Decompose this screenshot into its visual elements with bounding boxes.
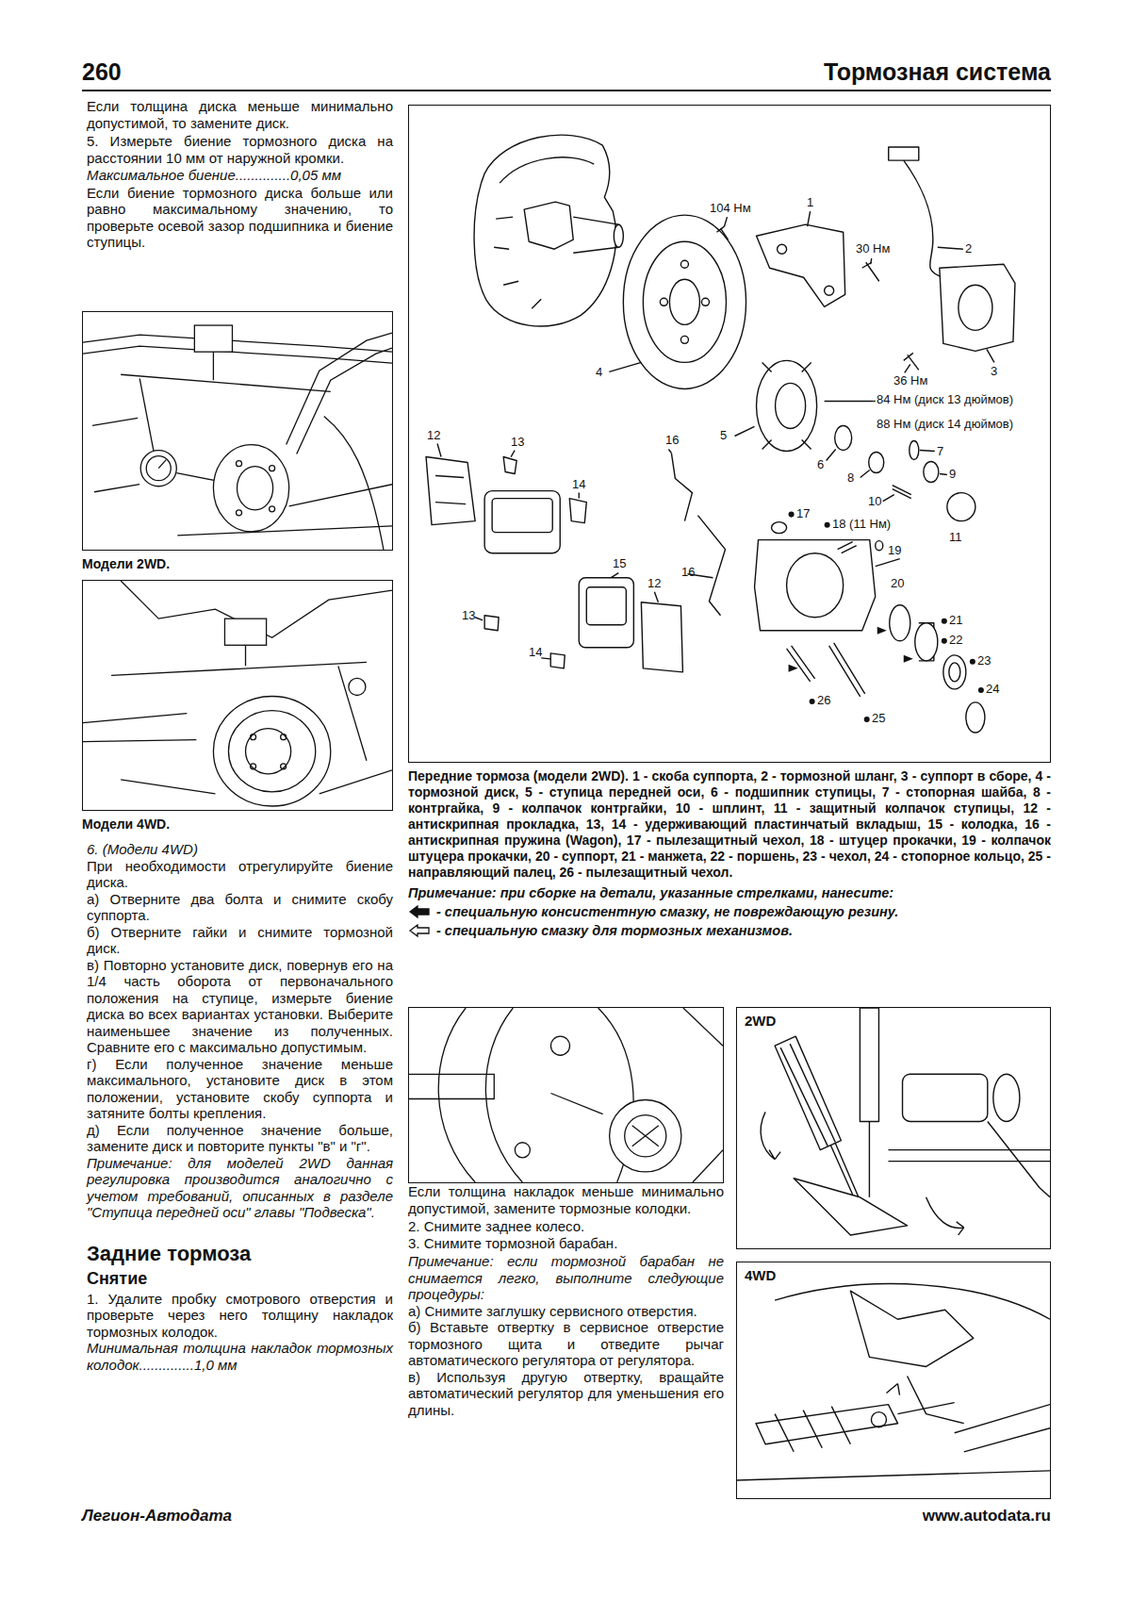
rear-brake-illustration [409, 1007, 723, 1182]
body-text: 3. Снимите тормозной барабан. [408, 1234, 724, 1252]
note-text: Примечание: если тормозной барабан не сн… [408, 1252, 724, 1303]
body-text: г) Если полученное значение меньше макси… [86, 1055, 394, 1122]
figure-frame: 2WD [736, 1006, 1051, 1249]
figure-caption: 2WD [742, 1012, 778, 1029]
callout-number: 22 [949, 633, 963, 647]
callout-number: 10 [868, 494, 882, 509]
page-title: Тормозная система [823, 58, 1051, 85]
body-text: 6. (Модели 4WD) [86, 840, 394, 858]
text-column: Модели 2WD. [81, 311, 394, 573]
callout-number: 18 (11 Нм) [832, 517, 891, 531]
callout-number: 21 [949, 613, 963, 627]
callout-number: 12 [647, 576, 661, 591]
body-text: При необходимости отрегулируйте биение д… [86, 857, 394, 891]
body-text: 5. Измерьте биение тормозного диска на р… [86, 132, 394, 166]
callout-number: 11 [949, 530, 963, 544]
figure-frame: 104 Нм130 Нм2336 Нм484 Нм (диск 13 дюймо… [408, 104, 1051, 763]
publisher-url: www.autodata.ru [922, 1506, 1051, 1525]
text-column: Если толщина накладок меньше минимально … [408, 1006, 724, 1418]
text-column: 104 Нм130 Нм2336 Нм484 Нм (диск 13 дюймо… [408, 104, 1051, 939]
callout-number: 12 [426, 428, 441, 443]
text-column: 4WD [736, 1261, 1051, 1499]
callout-number: 88 Нм (диск 14 дюймов) [876, 417, 1014, 431]
callout-number: 14 [572, 477, 586, 492]
figure-panel: 4WD [736, 1261, 1051, 1499]
spec-value: Максимальное биение..............0,05 мм [86, 166, 394, 184]
figure-caption: 4WD [742, 1266, 778, 1283]
callout-number: 1 [806, 196, 814, 210]
page-number: 260 [81, 58, 122, 85]
body-text: Если биение тормозного диска больше или … [86, 184, 394, 251]
figure-panel: 2WD [736, 1006, 1051, 1249]
body-text: б) Отверните гайки и снимите тормозной д… [86, 923, 394, 957]
subsection-heading: Снятие [86, 1267, 394, 1289]
section-heading: Задние тормоза [86, 1241, 394, 1266]
body-text: в) Повторно установите диск, повернув ег… [86, 956, 394, 1056]
callout-number: 7 [936, 444, 944, 459]
body-text: 2. Снимите заднее колесо. [408, 1217, 724, 1235]
callout-number: 9 [949, 467, 956, 481]
figure-frame [81, 579, 394, 811]
figure-caption: Передние тормоза (модели 2WD). 1 - скоба… [408, 768, 1051, 881]
callout-number: 23 [977, 654, 991, 668]
callout-number: 13 [510, 435, 525, 449]
legend-text: - специальную консистентную смазку, не п… [436, 902, 899, 920]
runout-measure-illustration [82, 311, 393, 550]
drum-adjuster-illustration [737, 1262, 1050, 1498]
note-text: Примечание: при сборке на детали, указан… [408, 884, 1051, 902]
body-text: а) Снимите заглушку сервисного отверстия… [408, 1302, 724, 1320]
callout-number: 20 [890, 576, 904, 591]
callout-number: 36 Нм [893, 374, 928, 388]
text-column: Если толщина диска меньше минимально доп… [86, 98, 394, 251]
spec-value: Минимальная толщина накладок тормозных к… [86, 1339, 394, 1373]
callout-number: 5 [720, 428, 727, 443]
body-text: Если толщина накладок меньше минимально … [408, 1182, 724, 1216]
callout-number: 26 [817, 693, 831, 707]
body-text: 1. Удалите пробку смотрового отверстия и… [86, 1290, 394, 1341]
callout-number: 3 [990, 364, 998, 378]
drum-adjuster-illustration [737, 1007, 1050, 1248]
callout-number: 19 [887, 543, 902, 558]
callout-number: 2 [965, 242, 972, 256]
text-column: 2WD [736, 1006, 1051, 1249]
callout-number: 16 [681, 565, 695, 579]
body-text: в) Используя другую отвертку, вращайте а… [408, 1368, 724, 1419]
legend-item: - специальную смазку для тормозных механ… [408, 921, 1051, 939]
text-column: Модели 4WD. [81, 579, 394, 833]
callout-number: 6 [817, 458, 824, 472]
figure-panel: Модели 2WD. [81, 311, 394, 573]
callout-number: 14 [528, 645, 542, 659]
body-text: а) Отверните два болта и снимите скобу с… [86, 890, 394, 924]
legend-item: - специальную консистентную смазку, не п… [408, 902, 1051, 920]
figure-caption: Модели 2WD. [81, 556, 394, 573]
runout-measure-illustration [82, 580, 393, 810]
figure-caption: Модели 4WD. [81, 816, 394, 833]
legend-text: - специальную смазку для тормозных механ… [436, 921, 793, 939]
body-text: б) Вставьте отвертку в сервисное отверст… [408, 1318, 724, 1369]
figure-frame [81, 311, 394, 551]
figure-panel: Модели 4WD. [81, 579, 394, 833]
body-text: д) Если полученное значение больше, заме… [86, 1121, 394, 1155]
text-column: 6. (Модели 4WD)При необходимости отрегул… [86, 840, 394, 1373]
note-text: Примечание: для моделей 2WD данная регул… [86, 1154, 394, 1221]
lubricant-arrow-sample [408, 904, 431, 918]
figure-frame [408, 1006, 724, 1183]
figure-panel: 104 Нм130 Нм2336 Нм484 Нм (диск 13 дюймо… [408, 104, 1051, 881]
body-text: Если толщина диска меньше минимально доп… [86, 98, 394, 132]
lubricant-arrow-sample [408, 923, 431, 937]
callout-number: 8 [847, 471, 854, 485]
callout-number: 24 [985, 682, 1000, 696]
figure-frame: 4WD [736, 1261, 1051, 1499]
callout-number: 16 [665, 433, 679, 447]
callout-number: 104 Нм [709, 201, 752, 215]
callout-number: 4 [595, 365, 603, 379]
callout-number: 13 [461, 608, 476, 623]
callout-number: 17 [796, 507, 810, 521]
callout-number: 25 [871, 711, 886, 725]
publisher-name: Легион-Автодата [81, 1506, 232, 1525]
callout-number: 84 Нм (диск 13 дюймов) [876, 393, 1014, 407]
callout-number: 30 Нм [855, 242, 890, 256]
callout-number: 15 [612, 557, 626, 571]
